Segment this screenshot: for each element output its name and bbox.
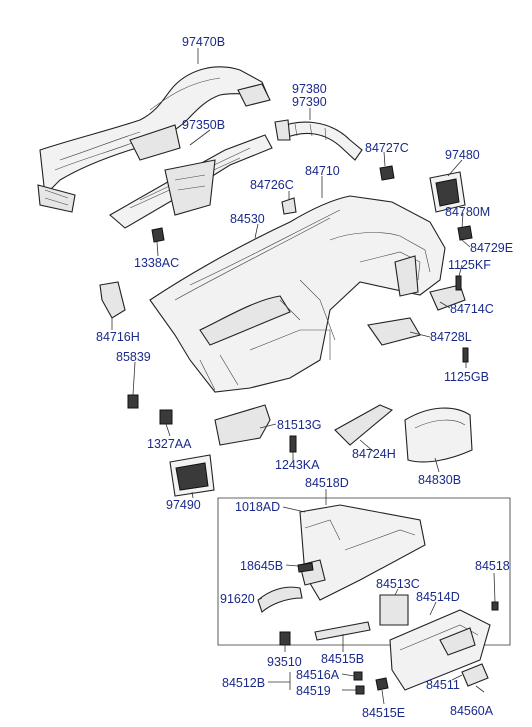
- label-97490: 97490: [166, 498, 201, 512]
- label-97350b: 97350B: [182, 118, 226, 132]
- label-1327aa: 1327AA: [147, 437, 192, 451]
- label-97480: 97480: [445, 148, 480, 162]
- label-84710: 84710: [305, 164, 340, 178]
- label-84727c: 84727C: [365, 141, 409, 155]
- label-84511: 84511: [426, 678, 460, 692]
- label-84515e: 84515E: [362, 706, 406, 720]
- screw-1243ka: [289, 435, 297, 453]
- glove-box-84511: [389, 609, 491, 691]
- clip-1327aa: [159, 409, 173, 425]
- label-1338ac: 1338AC: [134, 256, 180, 270]
- bracket-84726c: [281, 197, 297, 215]
- strip-84515b: [314, 621, 371, 641]
- label-84513c: 84513C: [376, 577, 420, 591]
- assembly-frame: [217, 497, 511, 646]
- wire-91620: [257, 586, 303, 613]
- label-97390: 97390: [292, 95, 327, 109]
- label-84512b: 84512B: [222, 676, 266, 690]
- bracket-84716h: [99, 281, 126, 319]
- label-1243ka: 1243KA: [275, 458, 320, 472]
- vent-97490: [169, 454, 215, 497]
- duct-97380: [274, 119, 363, 161]
- clip-84515e: [375, 677, 389, 691]
- leader-lines: [111, 48, 496, 705]
- label-84519: 84519: [296, 684, 331, 698]
- label-1125kf: 1125KF: [448, 258, 491, 272]
- duct-97350b: [109, 124, 273, 229]
- clip-84727c: [379, 165, 395, 181]
- label-85839: 85839: [116, 350, 151, 364]
- label-84716h: 84716H: [96, 330, 140, 344]
- label-84530: 84530: [230, 212, 265, 226]
- label-84714c: 84714C: [450, 302, 494, 316]
- bracket-84714c: [429, 284, 466, 311]
- bolt-1338ac: [151, 227, 165, 243]
- bracket-81513g: [214, 404, 271, 446]
- panel-84513c: [379, 594, 409, 626]
- label-84515b: 84515B: [321, 652, 365, 666]
- label-91620: 91620: [220, 592, 255, 606]
- clip-84519: [355, 685, 365, 695]
- label-84780m: 84780M: [445, 205, 491, 219]
- bolt-93510: [279, 631, 291, 646]
- label-84726c: 84726C: [250, 178, 294, 192]
- label-84514d: 84514D: [416, 590, 460, 604]
- label-84518: 84518: [475, 559, 510, 573]
- bolt-1125gb: [462, 347, 469, 363]
- handle-84560a: [461, 663, 489, 687]
- label-18645b: 18645B: [240, 559, 284, 573]
- label-84728l: 84728L: [430, 330, 472, 344]
- label-97380: 97380: [292, 82, 327, 96]
- crash-pad-84710: [149, 195, 446, 393]
- label-84560a: 84560A: [450, 704, 494, 718]
- bracket-84724h: [334, 404, 394, 446]
- pin-84518: [491, 601, 499, 611]
- label-93510: 93510: [267, 655, 302, 669]
- label-1018ad: 1018AD: [235, 500, 281, 514]
- label-81513g: 81513G: [277, 418, 322, 432]
- pin-18645b: [297, 562, 314, 573]
- duct-97470b: [37, 66, 271, 213]
- screw-1125kf: [455, 275, 462, 291]
- label-84518d: 84518D: [305, 476, 349, 490]
- label-97470b: 97470B: [182, 35, 226, 49]
- label-84729e: 84729E: [470, 241, 514, 255]
- clip-84516a: [353, 671, 363, 681]
- label-84830b: 84830B: [418, 473, 462, 487]
- part-84780m: [457, 225, 473, 241]
- label-84516a: 84516A: [296, 668, 340, 682]
- glove-box-84518d: [299, 504, 426, 601]
- bracket-84728l: [367, 317, 421, 346]
- label-1125gb: 1125GB: [444, 370, 489, 384]
- clip-85839: [127, 394, 139, 409]
- cover-84830b: [404, 407, 473, 463]
- label-84724h: 84724H: [352, 447, 396, 461]
